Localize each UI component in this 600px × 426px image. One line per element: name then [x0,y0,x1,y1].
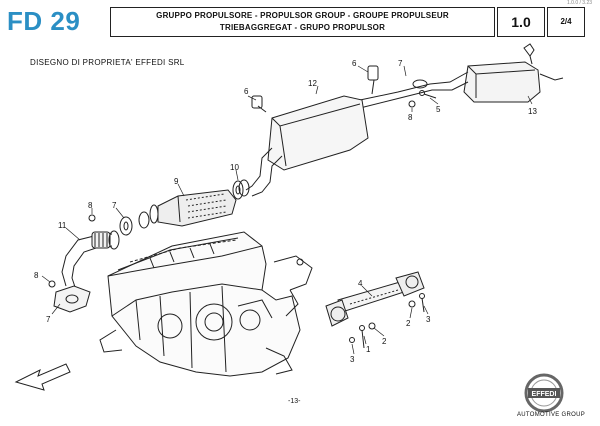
callout-5: 5 [436,105,441,114]
s-pipe [238,147,283,197]
callout-8b: 8 [88,201,93,210]
title-box: GRUPPO PROPULSORE - PROPULSOR GROUP - GR… [110,7,495,37]
gasket-7-cat [119,211,150,236]
drive-shaft [325,271,425,327]
diagram-code: FD 29 [7,6,81,36]
intermediate-pipe [359,71,469,109]
callout-8c: 8 [34,271,39,280]
callout-2b: 2 [382,337,387,346]
callout-6a: 6 [244,87,249,96]
callouts: 6 12 6 7 8 5 13 10 9 8 7 11 8 7 4 2 3 1 … [34,59,537,364]
flange-gasket-10 [232,180,244,200]
title-line-1: GRUPPO PROPULSORE - PROPULSOR GROUP - GR… [156,11,449,20]
callout-9: 9 [174,177,179,186]
callout-8a: 8 [408,113,413,122]
fasteners-1-2-3 [349,293,425,349]
callout-7c: 7 [46,315,51,324]
direction-arrow-icon [14,363,71,391]
callout-4: 4 [358,279,363,288]
engine-block [99,231,313,377]
brand-logo: EFFEDI [524,373,564,413]
title-line-2: TRIEBAGGREGAT - GRUPO PROPULSOR [219,23,386,32]
callout-7b: 7 [112,201,117,210]
leader-lines [41,65,533,355]
bolt-5 [419,90,437,99]
brand-logo-text: EFFEDI [532,391,557,398]
callout-2a: 2 [406,319,411,328]
callout-6b: 6 [352,59,357,68]
callout-1: 1 [366,345,371,354]
corner-note: 1.0.0 / 3.23 [567,0,593,6]
callout-3b: 3 [350,355,355,364]
manifold-flange [53,285,91,313]
callout-12: 12 [308,79,317,88]
page-number: -13- [288,398,301,405]
rear-silencer [463,43,564,103]
callout-11: 11 [58,221,67,230]
callout-7a: 7 [398,59,403,68]
version-box: 1.0 [497,7,545,37]
callout-3a: 3 [426,315,431,324]
page-of-box: 2/4 [547,7,585,37]
central-silencer [251,65,379,171]
brand-caption: AUTOMOTIVE GROUP [517,412,586,418]
callout-13: 13 [528,107,537,116]
catalytic-converter [149,189,237,227]
header: FD 29 GRUPPO PROPULSORE - PROPULSOR GROU… [0,0,600,42]
owner-note: DISEGNO DI PROPRIETA' EFFEDI SRL [30,58,185,67]
front-pipe [61,230,120,291]
nut-8-left [48,100,416,288]
callout-10: 10 [230,163,239,172]
